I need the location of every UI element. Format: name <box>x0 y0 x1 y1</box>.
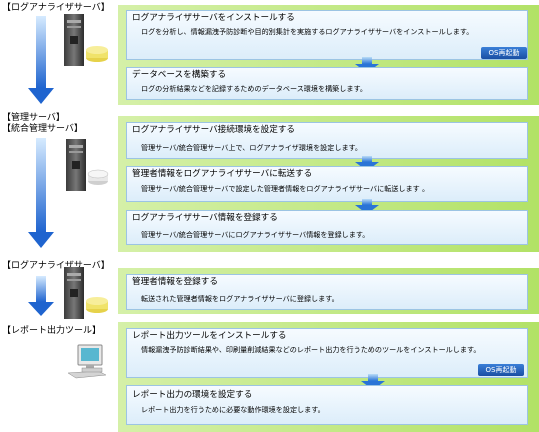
step-install-log-analyzer: ログアナライザサーバをインストールする ログを分析し、情報漏洩予防診断や目的別集… <box>126 10 528 60</box>
step-transfer-admin-info: 管理者情報をログアナライザサーバに転送する 管理サーバ/統合管理サーバで設定した… <box>126 166 528 202</box>
flow-arrow-down-icon <box>28 276 54 316</box>
desktop-pc-icon <box>67 344 107 379</box>
step-register-admin-info: 管理者情報を登録する 転送された管理者情報をログアナライザサーバに登録します。 <box>126 274 528 310</box>
step-desc: 転送された管理者情報をログアナライザサーバに登録します。 <box>141 294 339 303</box>
step-register-analyzer-info: ログアナライザサーバ情報を登録する 管理サーバ/統合管理サーバにログアナライザサ… <box>126 210 528 245</box>
step-desc: 管理サーバ/統合管理サーバ上で、ログアナライザ環境を設定します。 <box>141 143 363 152</box>
step-title: データベースを構築する <box>132 70 227 80</box>
server-db-icon <box>64 14 108 66</box>
step-desc: 管理サーバ/統合管理サーバにログアナライザサーバ情報を登録します。 <box>141 230 370 239</box>
step-desc: レポート出力を行うために必要な動作環境を設定します。 <box>141 405 325 414</box>
step-desc: 情報漏洩予防診断結果や、印刷量削減結果などのレポート出力を行うためのツールをイン… <box>141 345 481 354</box>
panel-report-tool: レポート出力ツールをインストールする 情報漏洩予防診断結果や、印刷量削減結果など… <box>118 322 539 432</box>
step-title: ログアナライザサーバ接続環境を設定する <box>132 125 296 135</box>
section-label-integrated-management-server: 【統合管理サーバ】 <box>2 124 83 134</box>
panel-log-analyzer-2: 管理者情報を登録する 転送された管理者情報をログアナライザサーバに登録します。 <box>118 268 539 314</box>
step-title: 管理者情報をログアナライザサーバに転送する <box>132 169 313 179</box>
section-label-log-analyzer-2: 【ログアナライザサーバ】 <box>2 261 110 271</box>
section-label-report-tool: 【レポート出力ツール】 <box>2 326 102 336</box>
panel-management-server: ログアナライザサーバ接続環境を設定する 管理サーバ/統合管理サーバ上で、ログアナ… <box>118 116 539 252</box>
step-title: 管理者情報を登録する <box>132 277 218 287</box>
step-title: ログアナライザサーバ情報を登録する <box>132 213 278 223</box>
section-label-management-server: 【管理サーバ】 <box>2 113 65 123</box>
step-desc: ログを分析し、情報漏洩予防診断や目的別集計を実施するログアナライザサーバをインス… <box>141 27 474 36</box>
flow-arrow-down-icon <box>28 16 54 104</box>
step-desc: 管理サーバ/統合管理サーバで設定した管理者情報をログアナライザサーバに転送します… <box>141 184 430 193</box>
flow-arrow-down-icon <box>28 138 54 248</box>
step-title: レポート出力ツールをインストールする <box>132 331 287 341</box>
step-build-database: データベースを構築する ログの分析結果などを記録するためのデータベース環境を構築… <box>126 67 528 100</box>
step-set-connection-env: ログアナライザサーバ接続環境を設定する 管理サーバ/統合管理サーバ上で、ログアナ… <box>126 122 528 159</box>
step-desc: ログの分析結果などを記録するためのデータベース環境を構築します。 <box>141 84 367 93</box>
step-title: ログアナライザサーバをインストールする <box>132 13 295 23</box>
section-label-log-analyzer-1: 【ログアナライザサーバ】 <box>2 3 110 13</box>
panel-log-analyzer-1: ログアナライザサーバをインストールする ログを分析し、情報漏洩予防診断や目的別集… <box>118 5 539 105</box>
step-arrow-down-icon <box>355 199 379 214</box>
os-reboot-badge: OS再起動 <box>478 364 524 376</box>
server-disk-icon <box>66 139 109 191</box>
server-db-icon <box>64 267 108 319</box>
step-install-report-tool: レポート出力ツールをインストールする 情報漏洩予防診断結果や、印刷量削減結果など… <box>126 328 528 378</box>
step-set-report-env: レポート出力の環境を設定する レポート出力を行うために必要な動作環境を設定します… <box>126 385 528 425</box>
step-title: レポート出力の環境を設定する <box>132 390 253 400</box>
os-reboot-badge: OS再起動 <box>481 47 527 59</box>
